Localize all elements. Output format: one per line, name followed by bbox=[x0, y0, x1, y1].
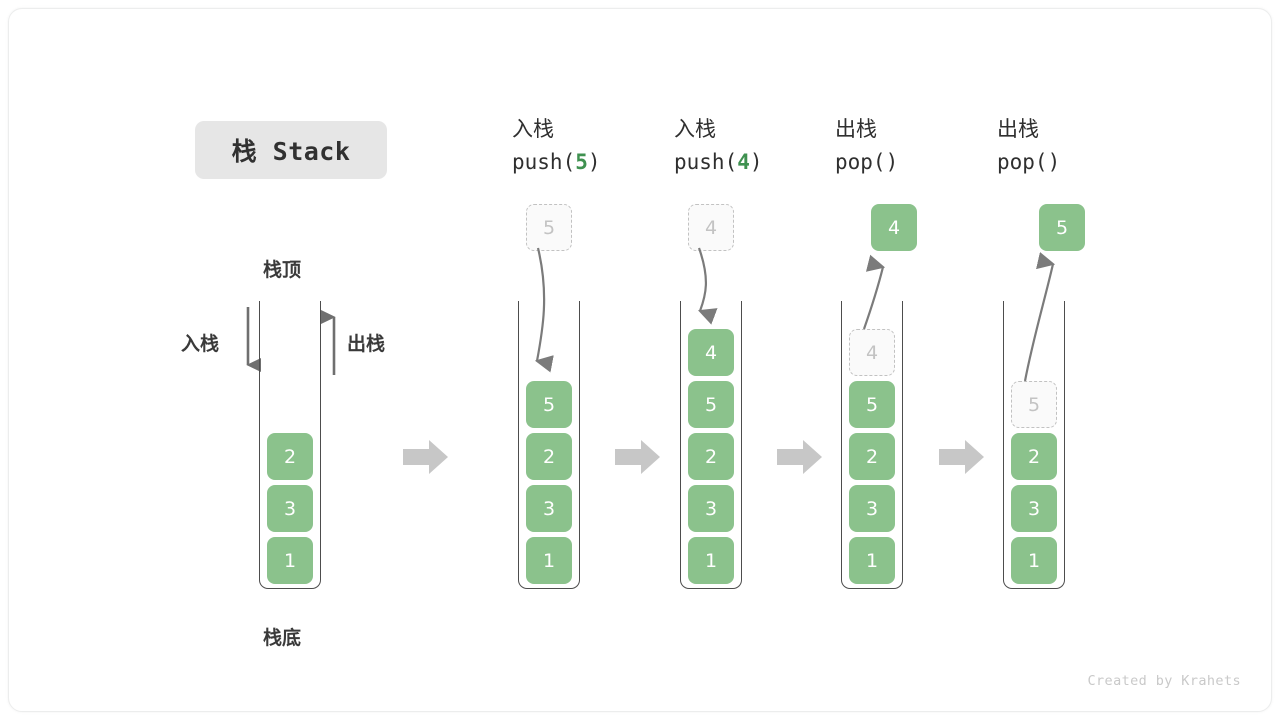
code-post: ) bbox=[1047, 150, 1061, 174]
ghost-cell-incoming: 5 bbox=[526, 204, 572, 251]
stack-cell: 1 bbox=[267, 537, 313, 584]
diagram-title-text: 栈 Stack bbox=[231, 137, 351, 166]
stack-container bbox=[518, 301, 580, 589]
diagram-title-badge: 栈 Stack bbox=[195, 121, 387, 179]
stack-cell: 2 bbox=[267, 433, 313, 480]
column-header-cn: 入栈 bbox=[512, 118, 554, 141]
code-post: ) bbox=[749, 150, 763, 174]
stack-top-label: 栈顶 bbox=[263, 260, 302, 281]
stack-cell: 4 bbox=[688, 329, 734, 376]
column-header: 出栈 pop() bbox=[835, 113, 955, 179]
stack-container bbox=[841, 301, 903, 589]
column-header-cn: 出栈 bbox=[835, 118, 877, 141]
code-arg: 5 bbox=[575, 150, 588, 174]
stack-column-pop-5: 出栈 pop() 5 5 2 3 1 bbox=[997, 9, 1117, 711]
stack-cell: 3 bbox=[1011, 485, 1057, 532]
stack-cell: 5 bbox=[849, 381, 895, 428]
stack-cell: 5 bbox=[688, 381, 734, 428]
stack-cell: 2 bbox=[1011, 433, 1057, 480]
stack-cell: 3 bbox=[688, 485, 734, 532]
code-pre: push( bbox=[512, 150, 576, 174]
stack-bottom-label: 栈底 bbox=[263, 628, 302, 649]
stack-cell: 1 bbox=[849, 537, 895, 584]
stack-cell: 3 bbox=[526, 485, 572, 532]
pop-direction-arrow-icon bbox=[321, 308, 336, 375]
push-side-label: 入栈 bbox=[181, 334, 220, 355]
code-post: ) bbox=[587, 150, 601, 174]
stack-cell: 5 bbox=[526, 381, 572, 428]
column-header-cn: 入栈 bbox=[674, 118, 716, 141]
popped-cell: 4 bbox=[871, 204, 917, 251]
popped-cell: 5 bbox=[1039, 204, 1085, 251]
stack-cell: 3 bbox=[267, 485, 313, 532]
pop-side-label: 出栈 bbox=[347, 334, 386, 355]
flow-arrow-icon bbox=[403, 440, 448, 474]
flow-arrow-icon bbox=[777, 440, 822, 474]
stack-container bbox=[259, 301, 321, 589]
column-header: 入栈 push(5) bbox=[512, 113, 632, 179]
column-header-code: push(5) bbox=[512, 146, 632, 179]
code-pre: push( bbox=[674, 150, 738, 174]
stack-cell: 1 bbox=[1011, 537, 1057, 584]
code-post: ) bbox=[885, 150, 899, 174]
stack-container bbox=[1003, 301, 1065, 589]
ghost-cell-outgoing: 4 bbox=[849, 329, 895, 376]
stack-column-initial: 2 3 1 bbox=[245, 9, 365, 711]
ghost-cell-outgoing: 5 bbox=[1011, 381, 1057, 428]
stack-cell: 1 bbox=[526, 537, 572, 584]
stack-cell: 2 bbox=[849, 433, 895, 480]
column-header-code: push(4) bbox=[674, 146, 794, 179]
column-header: 出栈 pop() bbox=[997, 113, 1117, 179]
flow-arrow-icon bbox=[615, 440, 660, 474]
code-pre: pop( bbox=[835, 150, 886, 174]
code-pre: pop( bbox=[997, 150, 1048, 174]
push-direction-arrow-icon bbox=[246, 307, 261, 374]
column-header-code: pop() bbox=[997, 146, 1117, 179]
stack-cell: 2 bbox=[526, 433, 572, 480]
code-arg: 4 bbox=[737, 150, 750, 174]
stack-cell: 1 bbox=[688, 537, 734, 584]
flow-arrow-icon bbox=[939, 440, 984, 474]
stack-cell: 2 bbox=[688, 433, 734, 480]
credit-text: Created by Krahets bbox=[1087, 673, 1241, 689]
stack-column-pop-4: 出栈 pop() 4 4 5 2 3 1 bbox=[835, 9, 955, 711]
column-header: 入栈 push(4) bbox=[674, 113, 794, 179]
stack-cell: 3 bbox=[849, 485, 895, 532]
stack-container bbox=[680, 301, 742, 589]
column-header-code: pop() bbox=[835, 146, 955, 179]
column-header-cn: 出栈 bbox=[997, 118, 1039, 141]
stack-column-push-4: 入栈 push(4) 4 4 5 2 3 1 bbox=[674, 9, 794, 711]
stack-column-push-5: 入栈 push(5) 5 5 2 3 1 bbox=[512, 9, 632, 711]
ghost-cell-incoming: 4 bbox=[688, 204, 734, 251]
diagram-card: 栈 Stack 栈顶 栈底 入栈 出栈 2 3 1 入栈 push(5) bbox=[8, 8, 1272, 712]
